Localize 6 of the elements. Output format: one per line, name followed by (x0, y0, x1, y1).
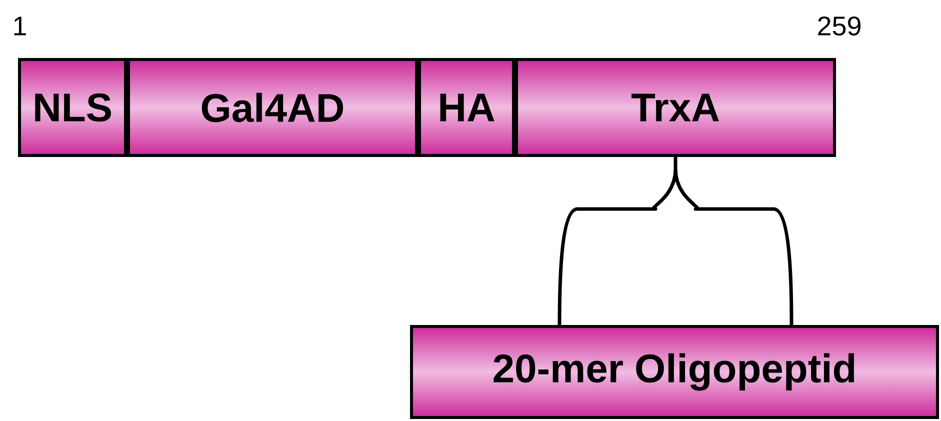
position-number: 259 (818, 16, 861, 36)
brace-connector (558, 155, 794, 327)
domain-box: 20-mer Oligopeptid (410, 325, 939, 419)
domain-box: NLS (18, 58, 127, 157)
position-number: 1 (14, 16, 26, 36)
domain-box: HA (418, 58, 515, 157)
